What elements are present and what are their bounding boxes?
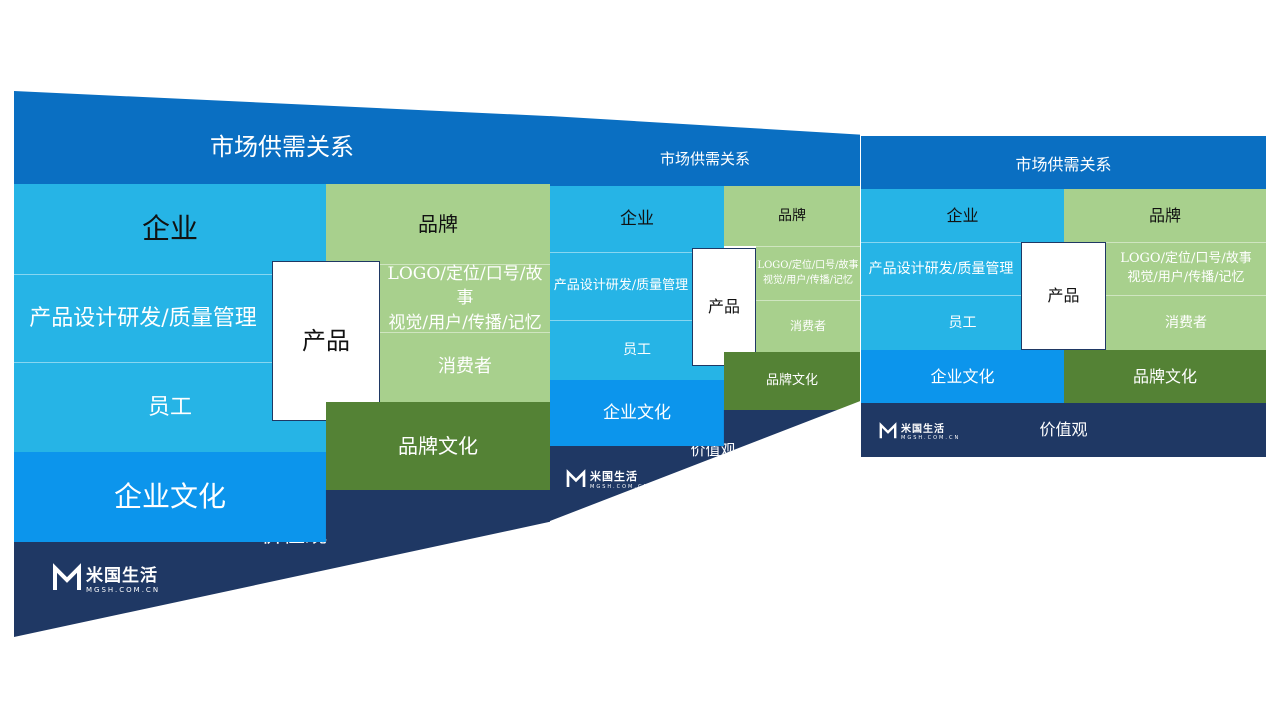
- brand-logo-left: 米国生活 MGSH.COM.CN: [52, 561, 160, 594]
- product-label: 产品: [302, 326, 350, 355]
- diagram-panel-middle: 市场供需关系 企业 品牌 产品设计研发/质量管理 员工 产品 LOGO/定位/口…: [550, 116, 860, 521]
- enterprise-block: 企业: [861, 189, 1064, 242]
- brand-assets-block: LOGO/定位/口号/故事 视觉/用户/传播/记忆: [1106, 242, 1266, 295]
- brand-label: 品牌: [778, 207, 806, 224]
- brand-culture-label: 品牌文化: [1132, 366, 1197, 386]
- employee-label: 员工: [623, 342, 651, 359]
- brand-logo-middle: 米国生活 MGSH.COM.CN: [566, 468, 649, 490]
- brand-label: 品牌: [418, 211, 458, 236]
- enterprise-label: 企业: [141, 211, 198, 245]
- enterprise-label: 企业: [620, 208, 654, 229]
- brand-assets-block: LOGO/定位/口号/故事 视觉/用户/传播/记忆: [380, 263, 550, 333]
- brand-block: 品牌: [1064, 189, 1266, 242]
- product-block: 产品: [272, 261, 380, 421]
- logo-name: 米国生活: [590, 470, 638, 483]
- logo-url: MGSH.COM.CN: [590, 484, 650, 490]
- product-label: 产品: [707, 297, 740, 317]
- diagram-panel-left: 市场供需关系 企业 品牌 产品设计研发/质量管理 员工 产品 LOGO/定位/口…: [14, 91, 550, 637]
- market-label: 市场供需关系: [210, 133, 354, 162]
- market-supply-demand-block: 市场供需关系: [861, 136, 1266, 189]
- consumer-label: 消费者: [438, 356, 492, 378]
- product-design-block: 产品设计研发/质量管理: [861, 242, 1021, 295]
- enterprise-block: 企业: [14, 184, 326, 274]
- brand-assets-line2: 视觉/用户/传播/记忆: [1127, 270, 1245, 285]
- enterprise-culture-block: 企业文化: [861, 350, 1064, 403]
- brand-culture-block: 品牌文化: [724, 352, 860, 410]
- values-block: 价值观: [861, 403, 1266, 457]
- product-block: 产品: [1021, 242, 1106, 350]
- employee-label: 员工: [948, 314, 977, 331]
- brand-culture-label: 品牌文化: [765, 372, 818, 388]
- brand-culture-block: 品牌文化: [326, 402, 550, 490]
- product-design-label: 产品设计研发/质量管理: [553, 278, 689, 294]
- mgsh-logo-icon: [879, 421, 897, 438]
- brand-assets-line1: LOGO/定位/口号/故事: [387, 263, 543, 309]
- consumer-block: 消费者: [1106, 295, 1266, 350]
- brand-culture-label: 品牌文化: [398, 433, 478, 458]
- mgsh-logo-icon: [53, 562, 81, 590]
- enterprise-culture-block: 企业文化: [550, 380, 724, 446]
- brand-culture-block: 品牌文化: [1064, 350, 1266, 403]
- brand-label: 品牌: [1148, 205, 1181, 225]
- market-label: 市场供需关系: [1015, 154, 1112, 174]
- values-label: 价值观: [1039, 420, 1088, 440]
- enterprise-label: 企业: [946, 205, 979, 225]
- brand-assets-line2: 视觉/用户/传播/记忆: [762, 274, 854, 286]
- enterprise-culture-label: 企业文化: [930, 366, 995, 386]
- brand-assets-line2: 视觉/用户/传播/记忆: [388, 312, 542, 333]
- logo-name: 米国生活: [901, 424, 945, 435]
- employee-block: 员工: [550, 320, 724, 380]
- brand-assets-line1: LOGO/定位/口号/故事: [757, 260, 859, 271]
- product-block: 产品: [692, 248, 756, 366]
- brand-block: 品牌: [326, 184, 550, 264]
- enterprise-culture-label: 企业文化: [113, 479, 226, 513]
- consumer-block: 消费者: [756, 300, 860, 352]
- market-label: 市场供需关系: [659, 150, 750, 169]
- consumer-label: 消费者: [1165, 314, 1207, 331]
- product-design-block: 产品设计研发/质量管理: [14, 274, 272, 362]
- employee-label: 员工: [147, 394, 192, 420]
- logo-url: MGSH.COM.CN: [901, 435, 961, 441]
- enterprise-culture-block: 企业文化: [14, 452, 326, 542]
- consumer-label: 消费者: [789, 318, 826, 333]
- product-design-block: 产品设计研发/质量管理: [550, 252, 692, 320]
- diagram-panel-right: 市场供需关系 企业 品牌 产品设计研发/质量管理 员工 产品 LOGO/定位/口…: [861, 136, 1266, 457]
- mgsh-logo-icon: [566, 469, 586, 487]
- consumer-block: 消费者: [380, 332, 550, 402]
- product-label: 产品: [1047, 286, 1080, 306]
- product-design-label: 产品设计研发/质量管理: [868, 260, 1014, 277]
- product-design-label: 产品设计研发/质量管理: [29, 305, 257, 331]
- brand-assets-block: LOGO/定位/口号/故事 视觉/用户/传播/记忆: [756, 246, 860, 300]
- enterprise-culture-label: 企业文化: [603, 402, 671, 423]
- logo-url: MGSH.COM.CN: [86, 586, 161, 594]
- market-supply-demand-block: 市场供需关系: [14, 91, 550, 184]
- enterprise-block: 企业: [550, 186, 724, 252]
- logo-name: 米国生活: [86, 566, 158, 586]
- market-supply-demand-block: 市场供需关系: [550, 116, 860, 186]
- brand-assets-line1: LOGO/定位/口号/故事: [1120, 251, 1252, 267]
- brand-logo-right: 米国生活 MGSH.COM.CN: [879, 420, 960, 441]
- brand-block: 品牌: [724, 186, 860, 246]
